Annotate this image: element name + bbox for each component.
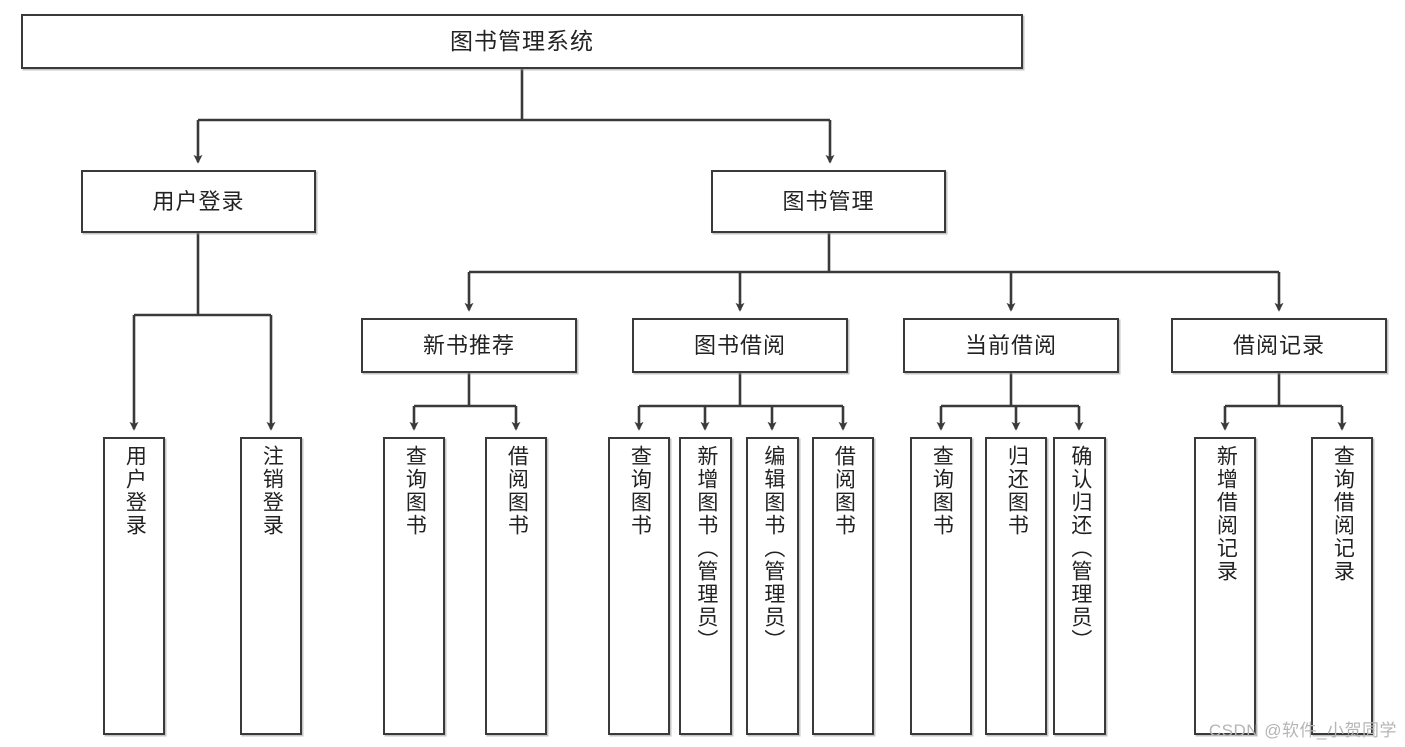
node-leaf-borrow-book[interactable]: 借阅图书 (812, 437, 874, 735)
node-current-borrow[interactable]: 当前借阅 (903, 318, 1119, 373)
node-leaf-add-book-admin[interactable]: 新增图书（管理员） (679, 437, 732, 735)
node-leaf-query-book-current[interactable]: 查询图书 (910, 437, 972, 735)
node-leaf-query-book-recommend[interactable]: 查询图书 (383, 437, 445, 735)
node-borrow-record[interactable]: 借阅记录 (1171, 318, 1387, 373)
node-label: 图书借阅 (693, 332, 786, 358)
node-root-book-management-system[interactable]: 图书管理系统 (21, 14, 1023, 69)
node-label: 确认归还（管理员） (1068, 445, 1092, 652)
node-label: 借阅图书 (505, 445, 529, 537)
node-label: 图书管理系统 (450, 28, 594, 55)
node-leaf-user-login[interactable]: 用户登录 (103, 437, 165, 735)
node-leaf-edit-book-admin[interactable]: 编辑图书（管理员） (746, 437, 799, 735)
node-label: 查询图书 (930, 445, 954, 537)
node-leaf-add-borrow-record[interactable]: 新增借阅记录 (1194, 437, 1256, 735)
node-label: 图书管理 (782, 188, 875, 214)
node-label: 归还图书 (1005, 445, 1029, 537)
node-label: 用户登录 (152, 188, 245, 214)
node-label: 注销登录 (260, 445, 284, 537)
node-leaf-borrow-book-recommend[interactable]: 借阅图书 (485, 437, 547, 735)
node-label: 查询图书 (628, 445, 652, 537)
node-user-login[interactable]: 用户登录 (81, 170, 316, 233)
node-new-book-recommend[interactable]: 新书推荐 (361, 318, 577, 373)
node-label: 查询借阅记录 (1331, 445, 1355, 583)
node-leaf-logout-login[interactable]: 注销登录 (240, 437, 302, 735)
node-label: 编辑图书（管理员） (761, 445, 785, 652)
node-label: 借阅记录 (1232, 332, 1325, 358)
node-label: 查询图书 (403, 445, 427, 537)
node-label: 新书推荐 (422, 332, 515, 358)
node-label: 借阅图书 (832, 445, 856, 537)
node-leaf-query-book-borrow[interactable]: 查询图书 (608, 437, 670, 735)
node-label: 用户登录 (123, 445, 147, 537)
node-leaf-query-borrow-record[interactable]: 查询借阅记录 (1311, 437, 1373, 735)
node-book-management[interactable]: 图书管理 (711, 170, 946, 233)
node-leaf-return-book[interactable]: 归还图书 (985, 437, 1047, 735)
node-label: 当前借阅 (964, 332, 1057, 358)
node-label: 新增图书（管理员） (694, 445, 718, 652)
node-book-borrow[interactable]: 图书借阅 (632, 318, 848, 373)
node-label: 新增借阅记录 (1214, 445, 1238, 583)
node-leaf-confirm-return-admin[interactable]: 确认归还（管理员） (1053, 437, 1106, 735)
